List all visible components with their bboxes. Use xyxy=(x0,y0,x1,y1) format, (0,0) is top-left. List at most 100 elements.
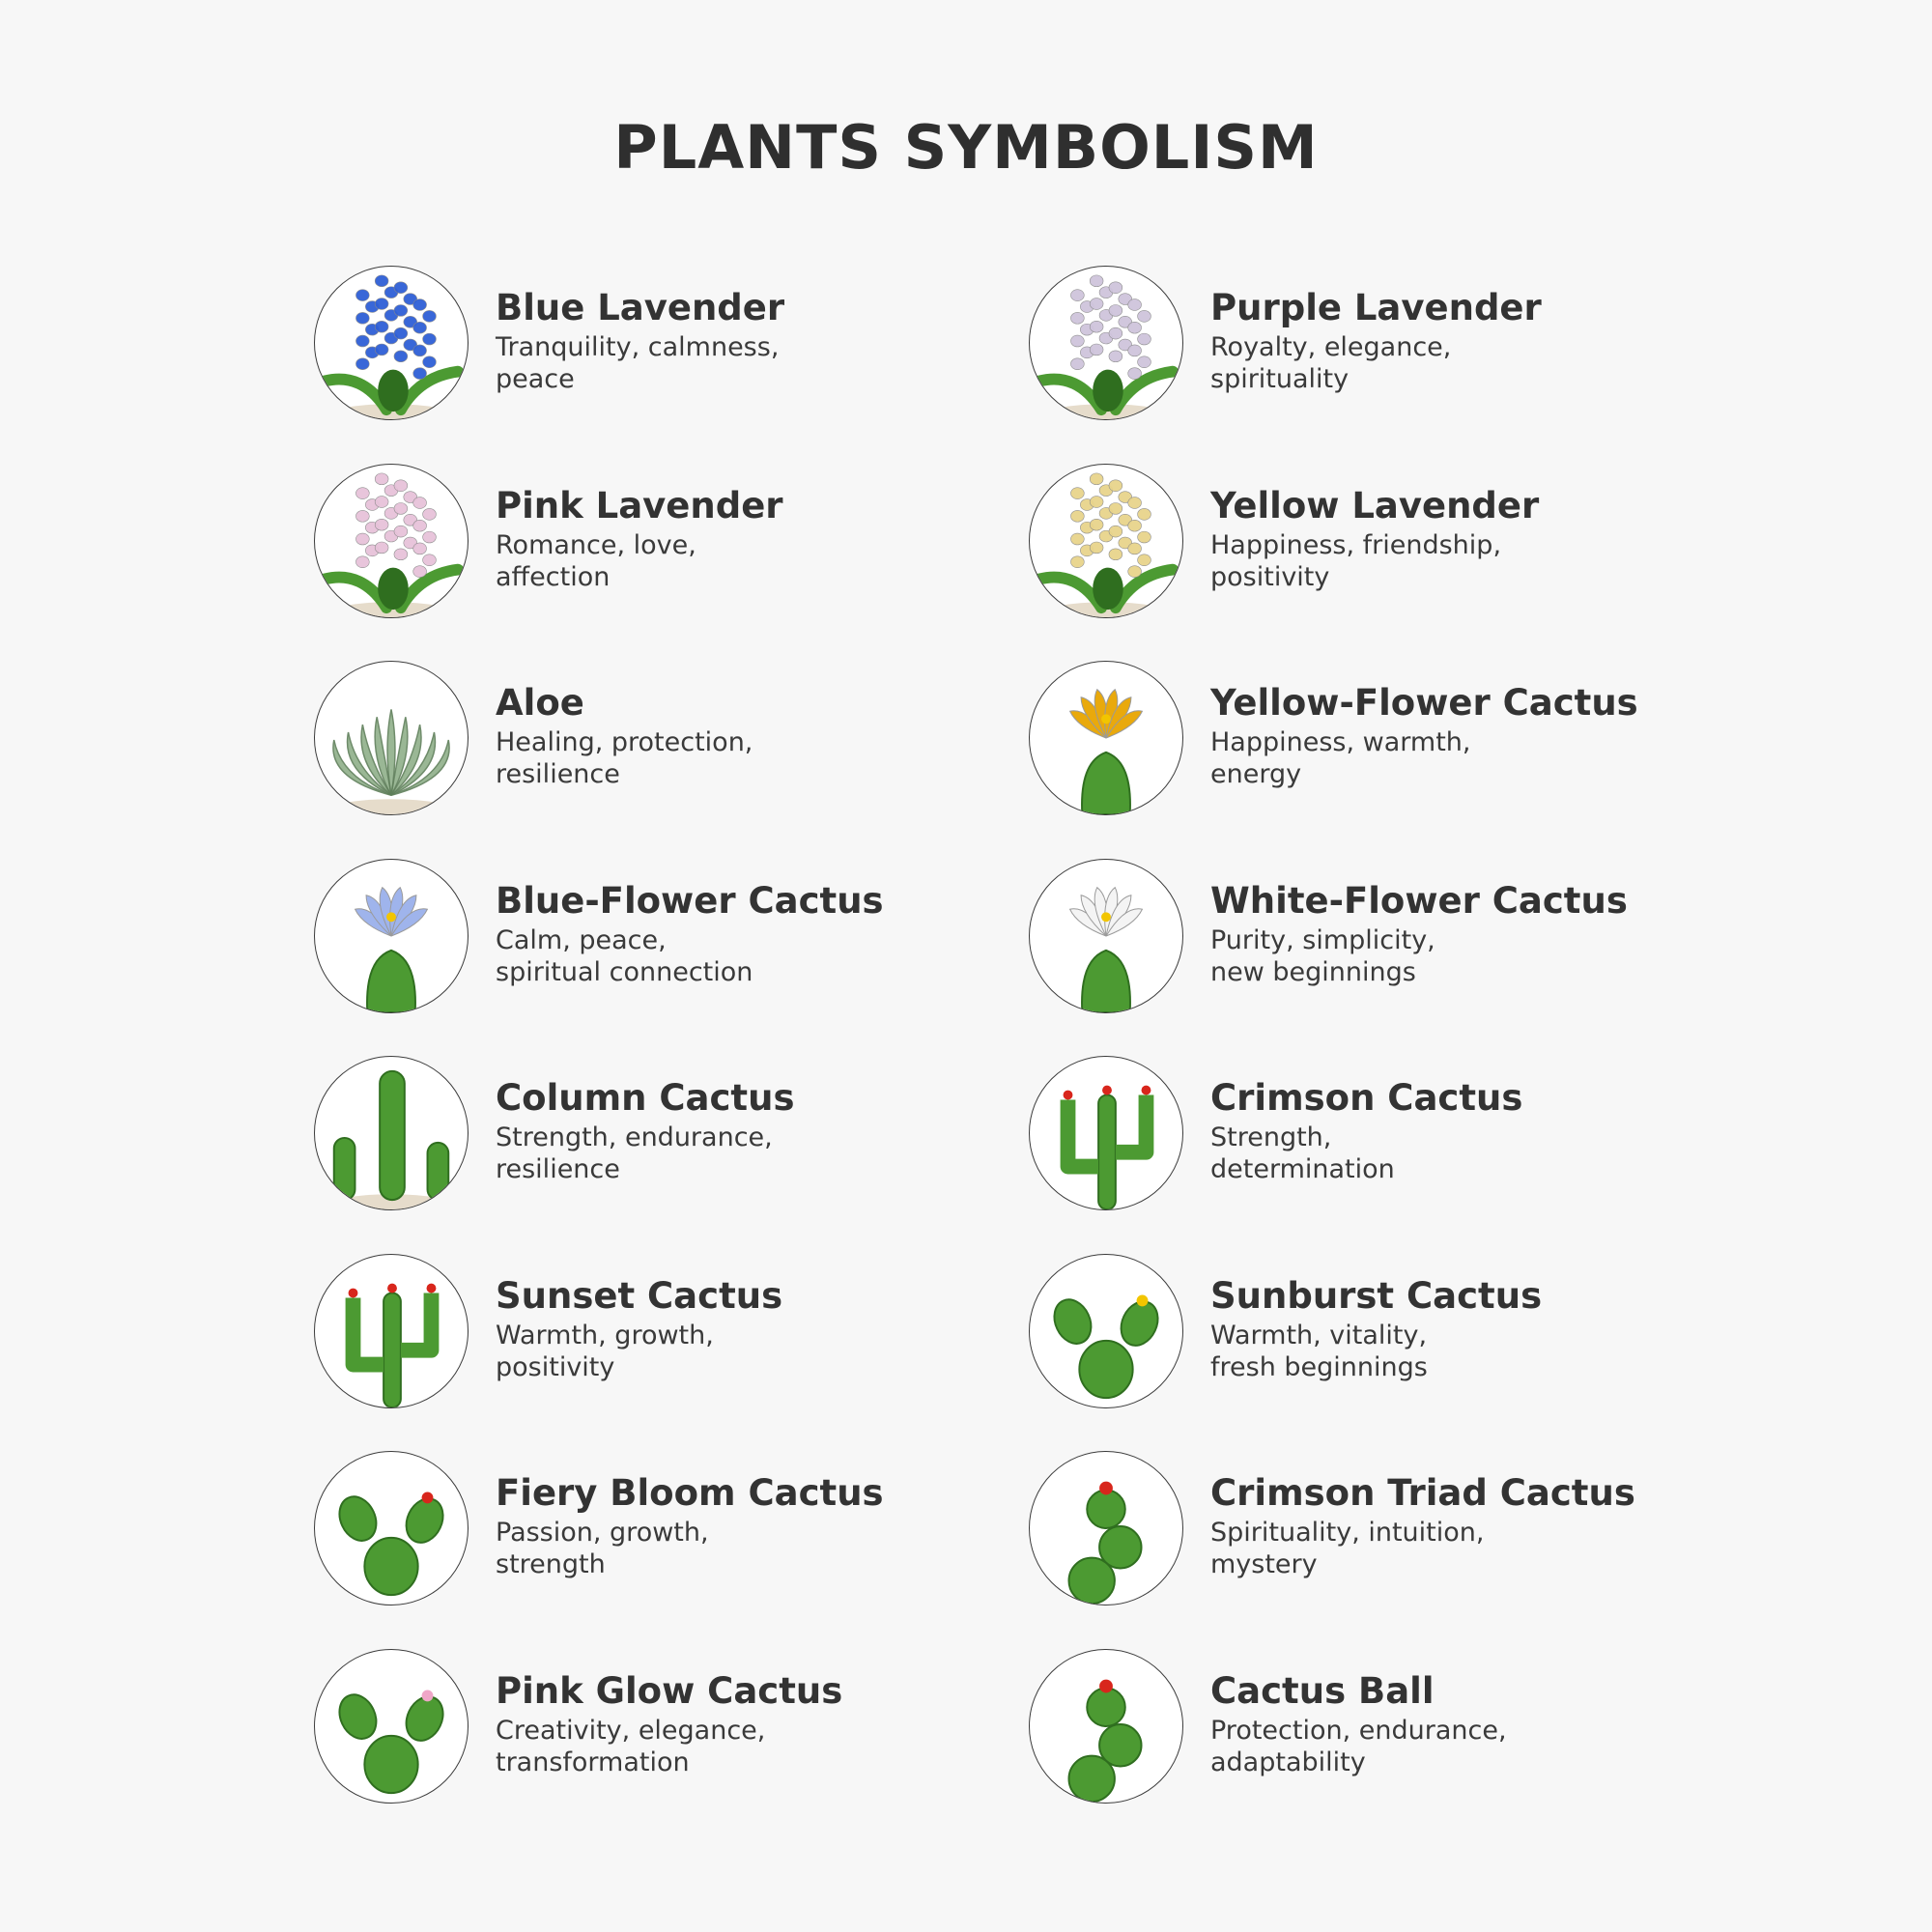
plant-symbolism-line-2: energy xyxy=(1210,759,1302,789)
cactus-ball-icon xyxy=(1029,1648,1183,1804)
blue-flower-cactus-icon xyxy=(314,858,469,1013)
plant-item-yellow-flower-cactus: Yellow-Flower Cactus Happiness, warmth, … xyxy=(1029,661,1666,859)
plant-name: Aloe xyxy=(496,682,584,724)
plant-symbolism: Protection, endurance, adaptability xyxy=(1210,1715,1507,1778)
plant-text: Column Cactus Strength, endurance, resil… xyxy=(496,1056,794,1185)
plant-symbolism: Happiness, friendship, positivity xyxy=(1210,529,1539,593)
plant-symbolism-line-2: positivity xyxy=(496,1351,615,1382)
crimson-cactus-icon xyxy=(1029,1056,1183,1210)
plant-name: White-Flower Cactus xyxy=(1210,879,1628,922)
plant-symbolism-line-1: Purity, simplicity, xyxy=(1210,924,1435,955)
plant-symbolism: Calm, peace, spiritual connection xyxy=(496,924,884,988)
plant-text: Blue-Flower Cactus Calm, peace, spiritua… xyxy=(496,859,884,988)
sunset-cactus-icon xyxy=(314,1253,469,1408)
plant-text: Sunburst Cactus Warmth, vitality, fresh … xyxy=(1210,1254,1542,1383)
white-flower-cactus-icon xyxy=(1029,858,1183,1013)
plant-item-pink-lavender: Pink Lavender Romance, love, affection xyxy=(314,463,1029,662)
plant-symbolism-line-2: adaptability xyxy=(1210,1747,1366,1777)
plant-symbolism: Romance, love, affection xyxy=(496,529,783,593)
plant-symbolism: Strength, determination xyxy=(1210,1122,1522,1185)
plant-item-purple-lavender: Purple Lavender Royalty, elegance, spiri… xyxy=(1029,266,1666,464)
purple-lavender-icon xyxy=(1029,266,1183,420)
aloe-icon xyxy=(314,661,469,815)
plant-symbolism-line-2: resilience xyxy=(496,759,620,789)
plant-text: White-Flower Cactus Purity, simplicity, … xyxy=(1210,859,1628,988)
plant-item-sunset-cactus: Sunset Cactus Warmth, growth, positivity xyxy=(314,1253,1029,1452)
plant-name: Sunset Cactus xyxy=(496,1274,783,1317)
plant-symbolism: Healing, protection, resilience xyxy=(496,726,753,790)
plant-item-aloe: Aloe Healing, protection, resilience xyxy=(314,661,1029,859)
plant-symbolism-line-1: Creativity, elegance, xyxy=(496,1715,766,1746)
plant-item-fiery-bloom-cactus: Fiery Bloom Cactus Passion, growth, stre… xyxy=(314,1451,1029,1649)
plant-text: Pink Lavender Romance, love, affection xyxy=(496,464,783,593)
plant-symbolism: Spirituality, intuition, mystery xyxy=(1210,1517,1635,1580)
plant-symbolism-line-1: Warmth, growth, xyxy=(496,1320,714,1350)
plant-text: Cactus Ball Protection, endurance, adapt… xyxy=(1210,1649,1507,1778)
plant-name: Crimson Triad Cactus xyxy=(1210,1472,1635,1514)
fiery-bloom-cactus-icon xyxy=(314,1451,469,1605)
pink-glow-cactus-icon xyxy=(314,1648,469,1804)
plant-symbolism-line-2: strength xyxy=(496,1549,606,1579)
column-cactus-icon xyxy=(314,1056,469,1210)
plant-name: Blue Lavender xyxy=(496,287,785,328)
plant-symbolism-line-1: Happiness, warmth, xyxy=(1210,727,1471,757)
plant-text: Yellow Lavender Happiness, friendship, p… xyxy=(1210,464,1539,593)
plant-text: Sunset Cactus Warmth, growth, positivity xyxy=(496,1254,782,1383)
plant-item-blue-lavender: Blue Lavender Tranquility, calmness, pea… xyxy=(314,266,1029,464)
plant-item-pink-glow-cactus: Pink Glow Cactus Creativity, elegance, t… xyxy=(314,1648,1029,1847)
plant-symbolism-line-1: Calm, peace, xyxy=(496,924,667,955)
plant-symbolism-line-1: Tranquility, calmness, xyxy=(496,332,780,362)
plant-symbolism-line-1: Strength, xyxy=(1210,1122,1332,1152)
yellow-flower-cactus-icon xyxy=(1029,661,1183,815)
plant-name: Yellow Lavender xyxy=(1210,484,1540,526)
plant-symbolism-line-1: Passion, growth, xyxy=(496,1518,709,1548)
plant-symbolism: Happiness, warmth, energy xyxy=(1210,726,1638,790)
pink-lavender-icon xyxy=(314,463,469,618)
plant-name: Blue-Flower Cactus xyxy=(496,879,884,922)
plant-text: Blue Lavender Tranquility, calmness, pea… xyxy=(496,266,784,395)
plant-name: Pink Lavender xyxy=(496,484,783,526)
plant-symbolism-line-2: resilience xyxy=(496,1154,620,1184)
plant-symbolism-line-2: spiritual connection xyxy=(496,956,753,987)
plant-symbolism-line-2: affection xyxy=(496,561,611,592)
plant-item-column-cactus: Column Cactus Strength, endurance, resil… xyxy=(314,1056,1029,1254)
plant-symbolism-line-2: positivity xyxy=(1210,561,1330,592)
blue-lavender-icon xyxy=(314,266,469,420)
plant-symbolism-line-1: Healing, protection, xyxy=(496,727,753,757)
plant-symbolism: Creativity, elegance, transformation xyxy=(496,1715,842,1778)
yellow-lavender-icon xyxy=(1029,463,1183,618)
plant-symbolism-line-2: spirituality xyxy=(1210,364,1350,394)
plant-text: Aloe Healing, protection, resilience xyxy=(496,661,753,790)
plant-symbolism-line-2: fresh beginnings xyxy=(1210,1351,1428,1382)
plant-item-crimson-triad-cactus: Crimson Triad Cactus Spirituality, intui… xyxy=(1029,1451,1666,1649)
plant-text: Purple Lavender Royalty, elegance, spiri… xyxy=(1210,266,1542,395)
plant-symbolism-line-2: determination xyxy=(1210,1154,1395,1184)
sunburst-cactus-icon xyxy=(1029,1253,1183,1408)
plant-symbolism: Purity, simplicity, new beginnings xyxy=(1210,924,1628,988)
plant-symbolism-line-1: Warmth, vitality, xyxy=(1210,1320,1428,1350)
plant-text: Crimson Cactus Strength, determination xyxy=(1210,1056,1522,1185)
plant-item-crimson-cactus: Crimson Cactus Strength, determination xyxy=(1029,1056,1666,1254)
plant-name: Cactus Ball xyxy=(1210,1669,1435,1712)
plant-symbolism-line-1: Protection, endurance, xyxy=(1210,1715,1507,1746)
plant-item-sunburst-cactus: Sunburst Cactus Warmth, vitality, fresh … xyxy=(1029,1253,1666,1452)
plant-symbolism: Royalty, elegance, spirituality xyxy=(1210,331,1542,395)
plant-symbolism: Warmth, growth, positivity xyxy=(496,1320,782,1383)
plant-name: Fiery Bloom Cactus xyxy=(496,1472,884,1514)
plant-name: Purple Lavender xyxy=(1210,287,1542,328)
plant-item-white-flower-cactus: White-Flower Cactus Purity, simplicity, … xyxy=(1029,858,1666,1057)
plant-symbolism: Strength, endurance, resilience xyxy=(496,1122,794,1185)
crimson-triad-cactus-icon xyxy=(1029,1451,1183,1605)
page-title: PLANTS SYMBOLISM xyxy=(613,112,1319,183)
plant-symbolism: Tranquility, calmness, peace xyxy=(496,331,784,395)
plant-symbolism-line-1: Strength, endurance, xyxy=(496,1122,773,1152)
plant-name: Yellow-Flower Cactus xyxy=(1210,682,1638,724)
plant-name: Sunburst Cactus xyxy=(1210,1274,1543,1317)
plant-symbolism: Warmth, vitality, fresh beginnings xyxy=(1210,1320,1542,1383)
plant-symbolism-line-2: peace xyxy=(496,364,575,394)
plant-name: Crimson Cactus xyxy=(1210,1077,1523,1119)
plant-symbolism: Passion, growth, strength xyxy=(496,1517,884,1580)
plant-item-yellow-lavender: Yellow Lavender Happiness, friendship, p… xyxy=(1029,463,1666,662)
plant-text: Fiery Bloom Cactus Passion, growth, stre… xyxy=(496,1451,884,1580)
plant-symbolism-line-1: Romance, love, xyxy=(496,529,696,560)
